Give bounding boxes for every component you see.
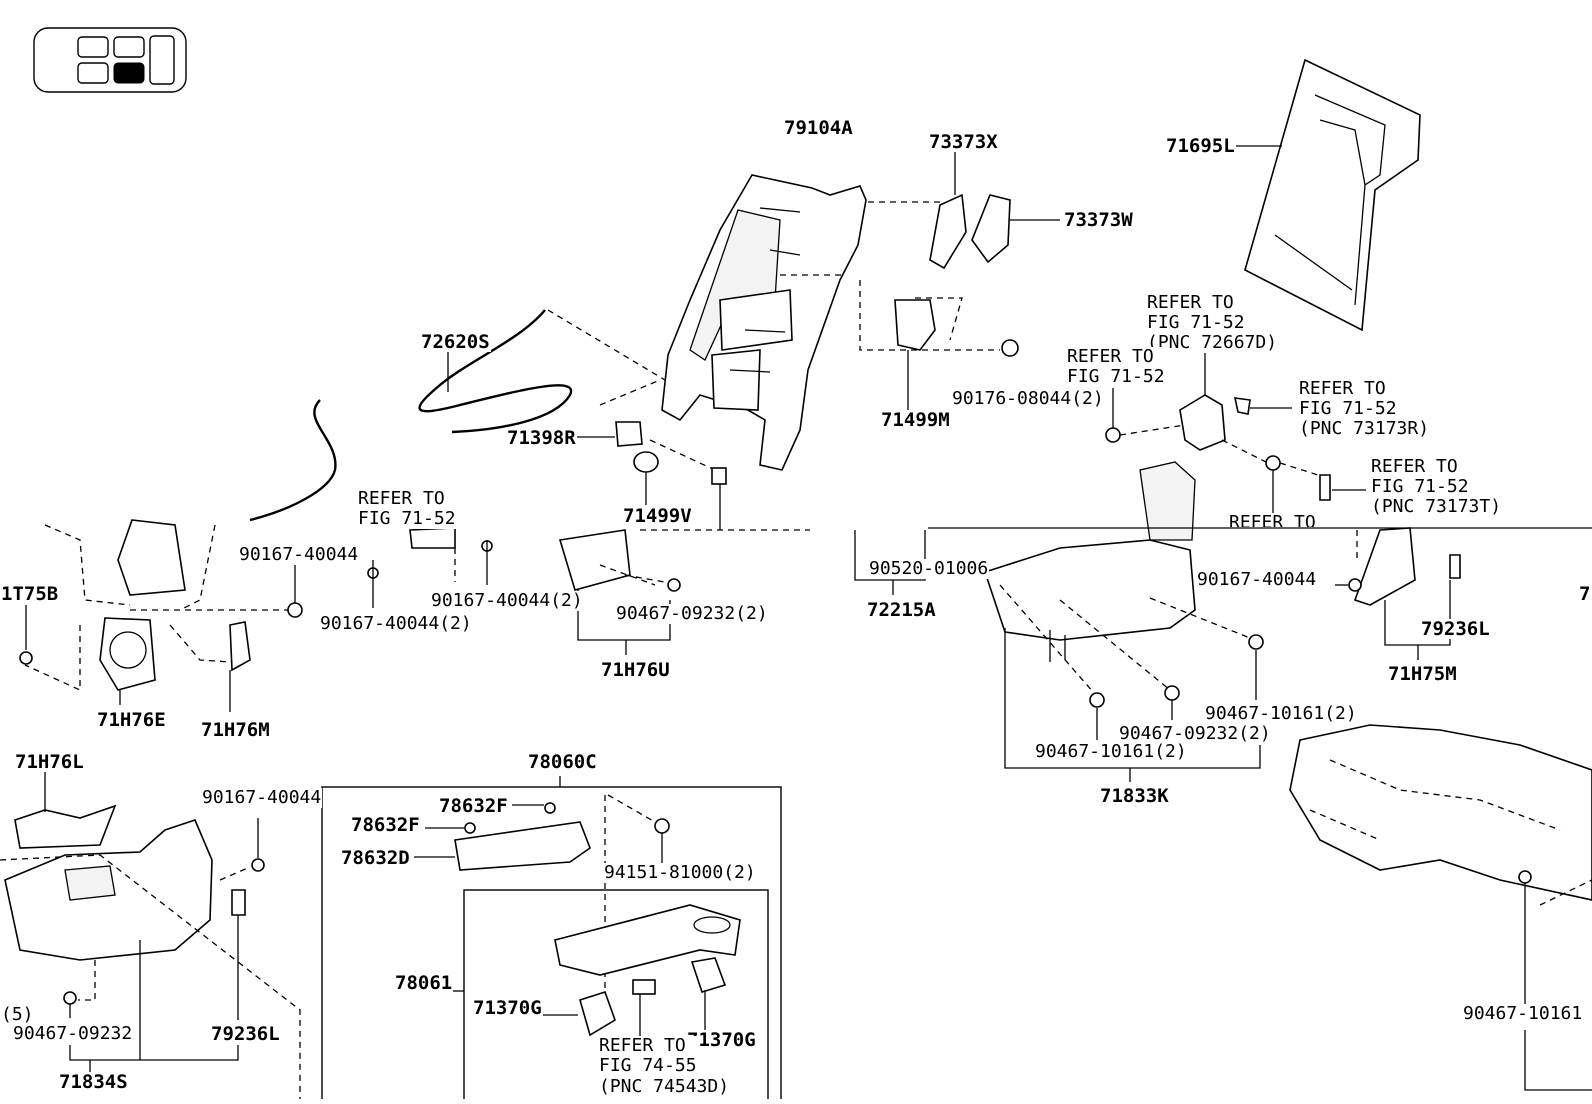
label-78060C: 78060C xyxy=(527,751,598,773)
label-refer-72667D: REFER TO FIG 71-52 (PNC 72667D) xyxy=(1146,292,1279,353)
label-71H75M: 71H75M xyxy=(1387,663,1458,685)
label-refer-cut: REFER TO xyxy=(1228,513,1317,527)
seat-position-icon xyxy=(33,27,187,93)
label-78632F-a: 78632F xyxy=(438,795,509,817)
label-90467-09232: 90467-09232 xyxy=(12,1023,134,1044)
label-79236L-right: 79236L xyxy=(1420,618,1491,640)
shield-71H76E xyxy=(99,617,156,691)
part-79236L xyxy=(1449,554,1461,579)
nut-90176 xyxy=(1001,339,1019,357)
bracket-ref xyxy=(409,527,456,549)
clip-1T75B xyxy=(19,651,33,665)
label-90167-40044-2-b: 90167-40044(2) xyxy=(319,613,473,634)
label-71H76U: 71H76U xyxy=(600,659,671,681)
group-box-78060C xyxy=(321,786,782,1104)
label-edge-7: 7 xyxy=(1578,583,1592,605)
bolt-ref xyxy=(1105,427,1121,443)
label-90167-40044-right: 90167-40044 xyxy=(1196,569,1318,590)
label-90467-09232-2: 90467-09232(2) xyxy=(615,603,769,624)
label-90167-40044-a: 90167-40044 xyxy=(238,544,360,565)
label-79104A: 79104A xyxy=(783,117,854,139)
label-94151-81000-2: 94151-81000(2) xyxy=(603,862,757,883)
label-71834S: 71834S xyxy=(58,1072,129,1099)
label-qty-5: (5) xyxy=(0,1004,35,1025)
label-71H76L: 71H76L xyxy=(14,751,85,773)
cable-72620S xyxy=(418,309,573,434)
trim-71H75M xyxy=(1353,527,1416,606)
cover-71H76U xyxy=(558,529,631,591)
label-73373W: 73373W xyxy=(1063,209,1134,231)
seat-back-frame-79104A xyxy=(661,174,867,471)
cover-71833K xyxy=(983,461,1256,701)
part-72667D xyxy=(1179,394,1226,451)
label-71499M: 71499M xyxy=(880,409,951,431)
trim-71H76L xyxy=(14,804,117,849)
label-90167-40044-2-c: 90167-40044(2) xyxy=(430,590,584,611)
label-90520-01006: 90520-01006 xyxy=(868,558,990,579)
label-71833K: 71833K xyxy=(1099,785,1170,807)
label-71370G-a: 71370G xyxy=(472,997,543,1019)
bracket-71H76M xyxy=(229,621,251,672)
label-73373X: 73373X xyxy=(928,131,999,153)
label-78632F-b: 78632F xyxy=(350,814,421,836)
label-71H76M: 71H76M xyxy=(200,719,271,741)
label-71H76E: 71H76E xyxy=(96,709,167,731)
label-71499V: 71499V xyxy=(622,505,693,527)
label-90467-10161-edge: 90467-10161 xyxy=(1462,1003,1584,1024)
label-90467-10161-2-a: 90467-10161(2) xyxy=(1204,703,1358,724)
label-90467-09232-2-b: 90467-09232(2) xyxy=(1118,723,1272,744)
label-1T75B: 1T75B xyxy=(0,583,60,605)
label-72215A: 72215A xyxy=(866,599,937,621)
label-refer-74-cut: (PNC 74543D) xyxy=(598,1077,731,1099)
group-box-78061 xyxy=(463,889,769,1104)
harness-bracket xyxy=(117,519,186,596)
label-71695L: 71695L xyxy=(1165,135,1236,157)
bracket-73373W xyxy=(971,194,1011,264)
part-79236L-left xyxy=(231,889,246,916)
wire-harness xyxy=(249,399,337,522)
label-90176: 90176-08044(2) xyxy=(951,388,1105,409)
holder-71370G-a xyxy=(579,991,616,1037)
latch-71499M xyxy=(894,299,936,351)
label-90167-40044-left: 90167-40044 xyxy=(201,787,323,808)
label-72620S: 72620S xyxy=(420,331,491,353)
clip-part xyxy=(711,467,727,485)
rail-78632D xyxy=(454,821,591,871)
seat-back-pad-71695L xyxy=(1232,58,1421,332)
label-90467-10161-2-b: 90467-10161(2) xyxy=(1034,741,1188,762)
label-refer-73173R: REFER TO FIG 71-52 (PNC 73173R) xyxy=(1298,378,1431,439)
seat-frame-lower xyxy=(1289,724,1592,901)
label-refer-fig-74-55: REFER TO FIG 74-55 xyxy=(598,1035,698,1076)
label-78632D: 78632D xyxy=(340,847,411,869)
bracket-73373X xyxy=(929,193,967,270)
bracket-71398R xyxy=(615,421,643,447)
bolt-90167-a xyxy=(287,602,303,618)
bolt-center xyxy=(1265,455,1281,471)
label-refer-73173T: REFER TO FIG 71-52 (PNC 73173T) xyxy=(1370,456,1503,517)
label-79236L-left: 79236L xyxy=(210,1023,281,1045)
label-71398R: 71398R xyxy=(506,427,577,449)
holder-71370G-b xyxy=(690,957,727,993)
bushing-71499V xyxy=(633,451,659,473)
label-78061: 78061 xyxy=(394,972,454,994)
label-refer-fig-71-52-a: REFER TO FIG 71-52 xyxy=(1066,346,1166,387)
label-refer-fig-71-52-left: REFER TO FIG 71-52 xyxy=(357,488,457,529)
tray-78061 xyxy=(554,904,741,976)
label-71370G-b: 71370G xyxy=(686,1029,757,1051)
